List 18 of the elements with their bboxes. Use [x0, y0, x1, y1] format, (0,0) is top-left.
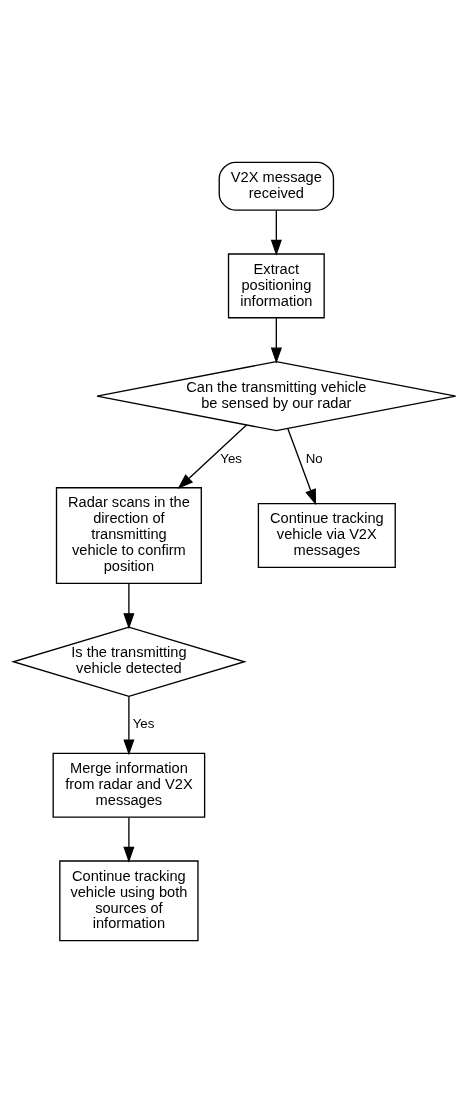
arrow — [123, 582, 135, 629]
arrow — [270, 209, 282, 256]
arrow — [123, 816, 135, 863]
arrow — [270, 317, 282, 363]
node-box: Extract positioning information — [227, 252, 325, 318]
edge-label: No — [305, 450, 323, 466]
node-box: Merge information from radar and V2X messages — [52, 752, 206, 818]
node-box: V2X message received — [218, 161, 335, 211]
edge-label: Yes — [220, 450, 242, 466]
node-box: Continue tracking vehicle using both sources of information — [59, 859, 199, 941]
node-box: Radar scans in the direction of transmitting vehicle to confirm position — [55, 486, 202, 584]
node-diamond: Is the transmitting vehicle detected — [11, 626, 247, 697]
arrow — [177, 423, 248, 489]
node-diamond: Can the transmitting vehicle be sensed by our radar — [96, 360, 457, 431]
edge-label: Yes — [132, 715, 155, 731]
arrow — [287, 427, 317, 505]
arrow — [123, 695, 135, 755]
node-box: Continue tracking vehicle via V2X messages — [257, 502, 396, 568]
